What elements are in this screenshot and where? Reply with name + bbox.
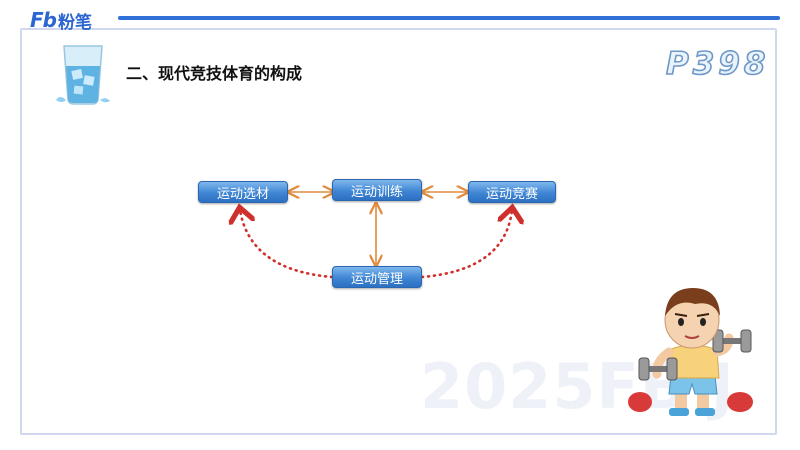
node-training: 运动训练 — [332, 179, 422, 201]
page-number: P398 — [665, 45, 770, 83]
node-athlete-selection: 运动选材 — [198, 181, 288, 203]
dotted-arc-management-selection — [240, 210, 334, 279]
fenbi-logo: Fb 粉笔 — [30, 8, 92, 33]
boy-with-dumbbells-illustration — [628, 288, 753, 416]
dotted-arc-management-competition — [420, 210, 512, 279]
section-title: 二、现代竞技体育的构成 — [126, 64, 303, 83]
water-glass-icon — [56, 45, 110, 105]
header-bar — [118, 16, 780, 20]
logo-mark: Fb — [30, 8, 57, 32]
node-management: 运动管理 — [332, 266, 422, 288]
node-competition: 运动竞赛 — [468, 181, 556, 203]
logo-name: 粉笔 — [57, 12, 92, 33]
